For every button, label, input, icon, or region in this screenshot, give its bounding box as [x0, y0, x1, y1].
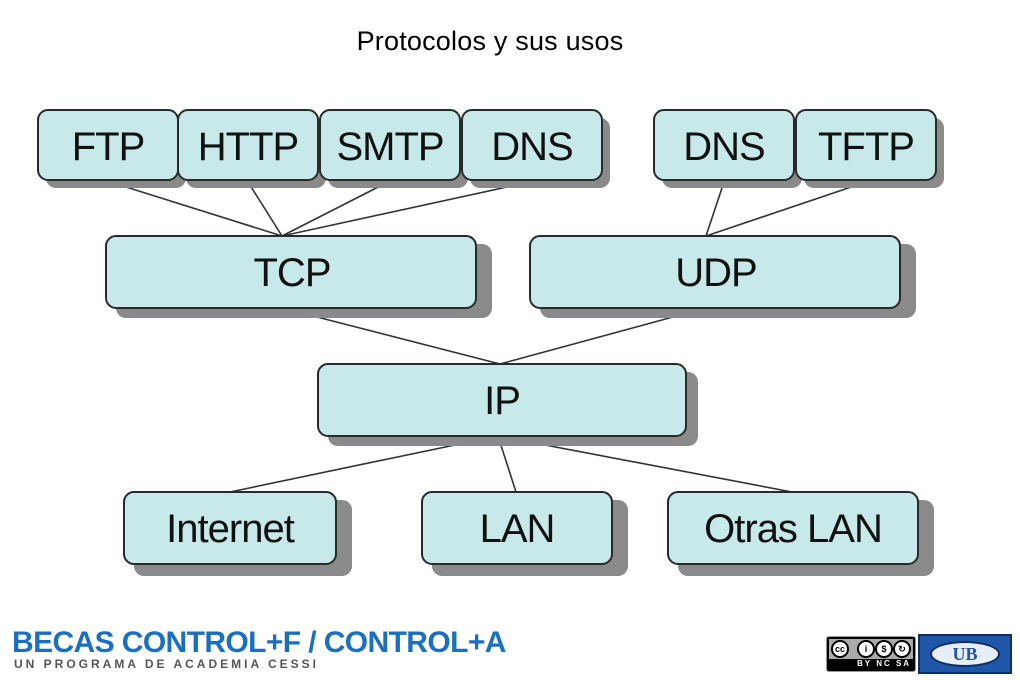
connector-smtp-tcp — [281, 181, 389, 237]
protocol-diagram: FTP HTTP SMTP DNS DNS TFTP TCP UDP — [37, 109, 944, 576]
box-tftp-label: TFTP — [818, 125, 914, 169]
connector-ftp-tcp — [109, 181, 283, 237]
license-label: BY NC SA — [857, 659, 912, 668]
box-internet-label: Internet — [166, 507, 295, 551]
box-tftp: TFTP — [795, 109, 944, 188]
cc-icon: cc — [831, 640, 849, 658]
box-http-label: HTTP — [198, 125, 298, 169]
creative-commons-badge: cc i $ ↻ BY NC SA — [826, 636, 916, 672]
box-dns-udp-label: DNS — [683, 125, 764, 169]
brand-title: BECAS CONTROL+F / CONTROL+A — [12, 626, 506, 659]
box-otras-lan-label: Otras LAN — [704, 507, 882, 551]
attribution-icon: i — [857, 640, 875, 658]
box-dns-udp: DNS — [653, 109, 802, 188]
ub-logo: UB — [918, 634, 1012, 674]
sharealike-icon: ↻ — [893, 640, 911, 658]
page-title: Protocolos y sus usos — [356, 26, 624, 56]
box-ftp-label: FTP — [72, 125, 145, 169]
box-internet: Internet — [123, 491, 352, 576]
box-dns-tcp-label: DNS — [491, 125, 572, 169]
brand-subtitle: UN PROGRAMA DE ACADEMIA CESSI — [14, 657, 320, 671]
box-dns-tcp: DNS — [461, 109, 610, 188]
box-ip: IP — [317, 363, 698, 446]
box-udp-label: UDP — [675, 251, 756, 295]
box-otras-lan: Otras LAN — [667, 491, 934, 576]
box-http: HTTP — [177, 109, 326, 188]
connector-dns-tcp — [281, 181, 531, 237]
box-smtp: SMTP — [319, 109, 468, 188]
ub-logo-text: UB — [930, 641, 1000, 667]
connector-tftp-udp — [705, 181, 867, 237]
connector-http-tcp — [247, 181, 283, 237]
box-lan: LAN — [421, 491, 628, 576]
box-tcp: TCP — [105, 235, 492, 318]
noncommercial-icon: $ — [875, 640, 893, 658]
box-ip-label: IP — [484, 379, 520, 423]
box-udp: UDP — [529, 235, 916, 318]
box-lan-label: LAN — [480, 507, 555, 551]
box-smtp-label: SMTP — [336, 125, 443, 169]
box-ftp: FTP — [37, 109, 186, 188]
box-tcp-label: TCP — [254, 251, 331, 295]
connector-dns-udp — [705, 181, 725, 237]
